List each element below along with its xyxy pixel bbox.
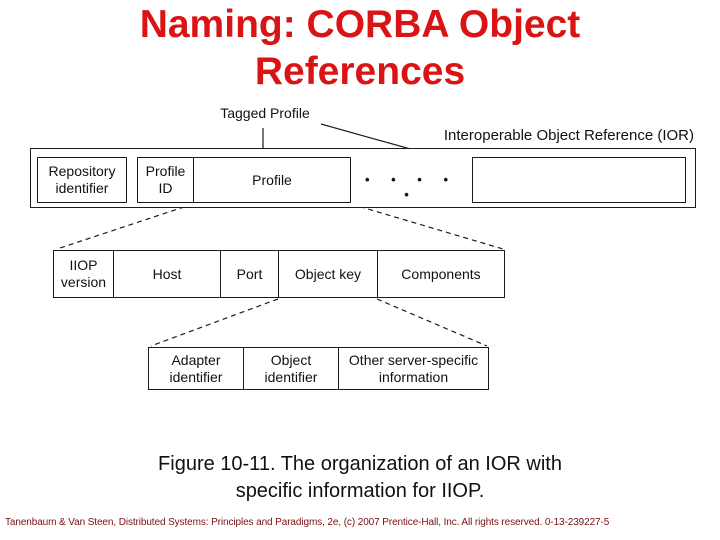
box-iiop-version: IIOP version: [53, 250, 114, 298]
figure-caption: Figure 10-11. The organization of an IOR…: [158, 453, 562, 502]
box-adapter-identifier: Adapter identifier: [148, 347, 244, 390]
tagged-profile-label: Tagged Profile: [220, 105, 310, 121]
ellipsis-dots: • • • • •: [364, 172, 458, 202]
box-tagged-profile-empty: [472, 157, 686, 203]
box-repository-identifier: Repository identifier: [37, 157, 127, 203]
box-host: Host: [113, 250, 221, 298]
box-other-server-specific-information: Other server-specific information: [338, 347, 489, 390]
box-profile: Profile: [193, 157, 351, 203]
box-object-identifier: Object identifier: [243, 347, 339, 390]
slide-title: Naming: CORBA Object References: [139, 3, 581, 93]
box-port: Port: [220, 250, 279, 298]
box-components: Components: [377, 250, 505, 298]
copyright-footer: Tanenbaum & Van Steen, Distributed Syste…: [5, 517, 610, 528]
box-profile-id: Profile ID: [137, 157, 194, 203]
ior-label: Interoperable Object Reference (IOR): [443, 127, 694, 144]
box-object-key: Object key: [278, 250, 378, 298]
